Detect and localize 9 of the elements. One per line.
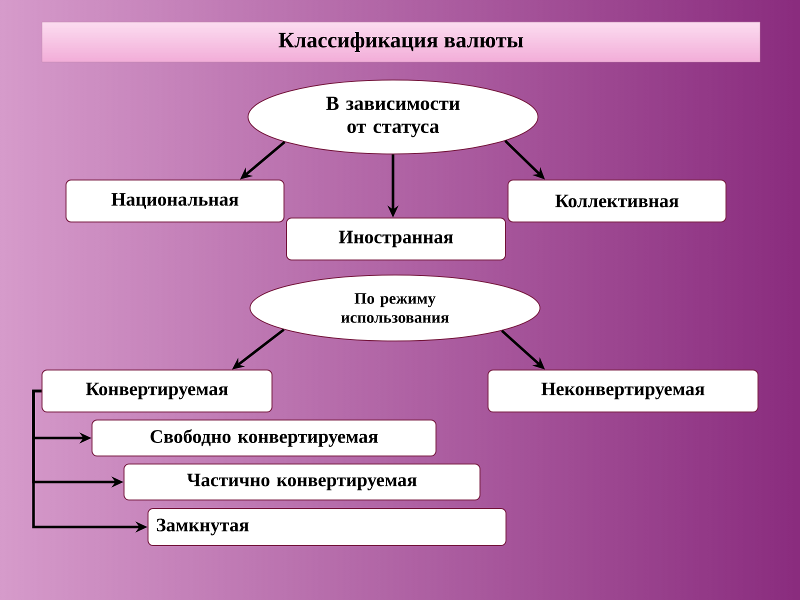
- category-box: Иностранная: [286, 218, 506, 260]
- title-banner: Классификация валюты: [42, 22, 760, 62]
- category-box: Свободно конвертируемая: [92, 420, 436, 456]
- category-box: Конвертируемая: [42, 370, 272, 412]
- category-box: Национальная: [66, 180, 284, 222]
- category-box: Коллективная: [508, 180, 726, 222]
- category-box: Неконвертируемая: [488, 370, 758, 412]
- category-box: Частично конвертируемая: [124, 464, 480, 500]
- category-box: Замкнутая: [148, 508, 506, 546]
